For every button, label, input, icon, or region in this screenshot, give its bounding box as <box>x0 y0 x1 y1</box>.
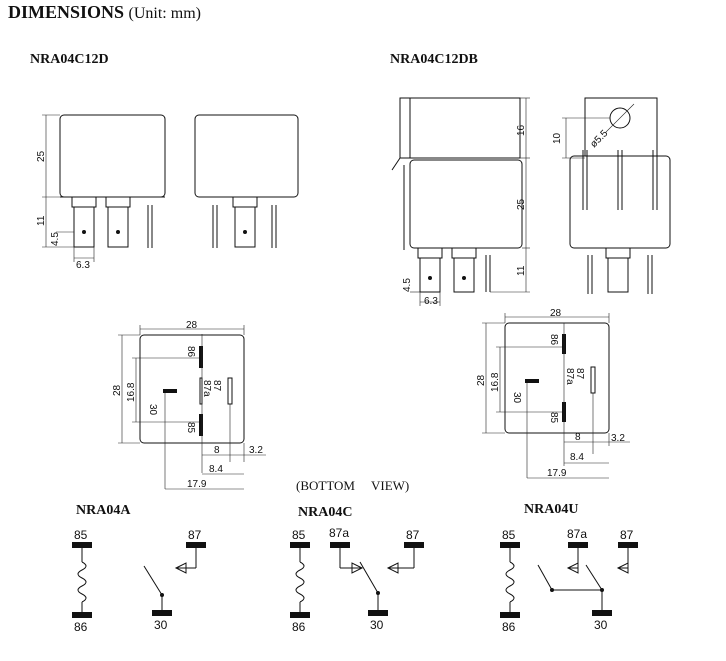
page-title: DIMENSIONS (Unit: mm) <box>8 2 201 23</box>
dim-text: 17.9 <box>187 479 207 490</box>
pin-label: 30 <box>147 404 158 416</box>
dim-text: 6.3 <box>424 296 438 307</box>
pin-label: 86 <box>502 620 516 634</box>
dim-text: 28 <box>112 384 123 396</box>
pin-label: 86 <box>185 346 196 358</box>
dim-text: 10 <box>552 132 563 144</box>
dim-text: ø5.5 <box>588 128 610 150</box>
model-label-nra04c12d: NRA04C12D <box>30 52 109 67</box>
dim-text: 4.5 <box>50 232 61 246</box>
pin-label: 87 <box>406 528 420 542</box>
schematic-nra04u <box>500 542 638 618</box>
pin-label: 30 <box>370 618 384 632</box>
dim-text: 16.8 <box>126 382 137 402</box>
pin-label: 85 <box>74 528 88 542</box>
pin-label: 86 <box>74 620 88 634</box>
dim-text: 28 <box>550 308 562 319</box>
pin-label: 87 <box>620 528 634 542</box>
side-view-left-b <box>194 114 299 248</box>
dim-text: 28 <box>476 374 487 386</box>
schematic-title-nra04u: NRA04U <box>524 502 579 517</box>
pin-label: 87a <box>567 527 588 541</box>
bottom-view-label: (BOTTOM VIEW) <box>296 478 410 493</box>
pin-label: 87a <box>201 380 212 397</box>
pin-label: 30 <box>594 618 608 632</box>
dim-text: 11 <box>516 265 527 276</box>
pin-label: 86 <box>292 620 306 634</box>
dim-text: 17.9 <box>547 468 567 479</box>
dim-text: 8 <box>575 432 581 443</box>
dim-text: 28 <box>186 320 198 331</box>
dim-text: 3.2 <box>249 445 263 456</box>
schematic-title-nra04a: NRA04A <box>76 503 131 518</box>
schematic-nra04a <box>72 542 206 618</box>
dim-text: 4.5 <box>402 278 413 292</box>
unit-text: (Unit: mm) <box>128 5 201 22</box>
side-view-left-a <box>42 114 166 262</box>
pin-label: 87a <box>564 368 575 385</box>
dim-text: 25 <box>36 150 47 162</box>
pin-label: 86 <box>548 334 559 346</box>
dim-text: 16 <box>516 124 527 136</box>
pin-label: 87 <box>188 528 202 542</box>
title-text: DIMENSIONS <box>8 2 125 22</box>
dim-text: 8 <box>214 445 220 456</box>
side-view-right-b <box>562 97 671 294</box>
pin-label: 30 <box>154 618 168 632</box>
bottom-view-left <box>118 325 266 490</box>
pin-label: 85 <box>292 528 306 542</box>
dim-text: 11 <box>36 215 47 226</box>
pin-label: 85 <box>502 528 516 542</box>
dim-text: 6.3 <box>76 260 90 271</box>
dim-text: 3.2 <box>611 433 625 444</box>
pin-label: 87 <box>211 380 222 392</box>
side-view-right-a <box>391 97 530 306</box>
pin-label: 85 <box>548 412 559 424</box>
schematic-nra04c <box>290 542 424 618</box>
dim-text: 8.4 <box>570 452 584 463</box>
model-label-nra04c12db: NRA04C12DB <box>390 52 478 67</box>
dim-text: 25 <box>516 198 527 210</box>
dim-text: 8.4 <box>209 464 223 475</box>
bottom-view-right <box>482 313 630 479</box>
pin-label: 30 <box>511 392 522 404</box>
pin-label: 87 <box>574 368 585 380</box>
schematic-title-nra04c: NRA04C <box>298 505 353 520</box>
pin-label: 85 <box>185 422 196 434</box>
pin-label: 87a <box>329 526 350 540</box>
dim-text: 16.8 <box>490 372 501 392</box>
